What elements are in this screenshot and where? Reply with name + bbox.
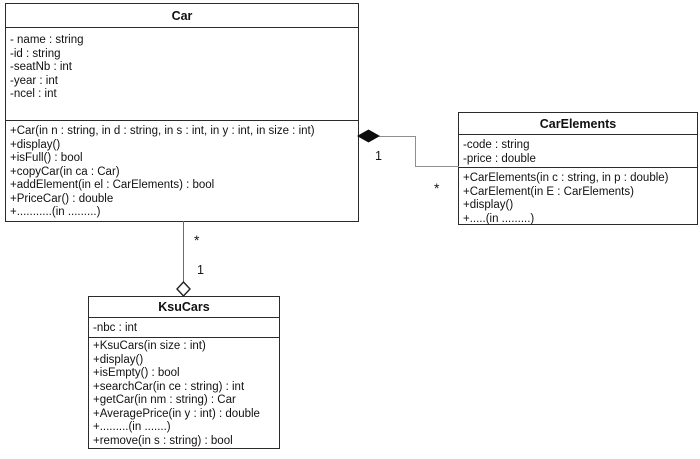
- aggregation-diamond-icon: [176, 281, 191, 297]
- composition-diamond-icon: [357, 129, 380, 143]
- method-row: +.........(in .......): [93, 421, 171, 433]
- method-row: +searchCar(in ce : string) : int: [93, 380, 245, 393]
- method-row: +CarElement(in E : CarElements): [463, 185, 634, 198]
- method-row: +isEmpty() : bool: [93, 367, 180, 379]
- method-row: +Car(in n : string, in d : string, in s …: [10, 125, 315, 137]
- method-row: +isFull() : bool: [10, 152, 83, 164]
- method-row: +.....(in .........): [463, 212, 535, 225]
- attribute-row: -year : int: [10, 74, 58, 87]
- connector-line: [415, 136, 417, 167]
- method-row: +addElement(in el : CarElements) : bool: [10, 179, 215, 191]
- attribute-row: -ncel : int: [10, 88, 57, 100]
- method-row: +KsuCars(in size : int): [93, 340, 206, 352]
- methods-section-carelements: +CarElements(in c : string, in p : doubl…: [459, 167, 697, 224]
- attribute-row: -code : string: [463, 139, 530, 151]
- method-row: +copyCar(in ca : Car): [10, 165, 120, 178]
- attribute-row: -id : string: [10, 47, 61, 60]
- connector-line: [379, 136, 416, 138]
- connector-line: [183, 221, 185, 282]
- class-title-car: Car: [6, 4, 358, 28]
- attributes-section-carelements: -code : string -price : double: [459, 135, 697, 167]
- attributes-section-car: - name : string -id : string -seatNb : i…: [6, 28, 358, 120]
- class-box-car: Car - name : string -id : string -seatNb…: [5, 3, 359, 222]
- connector-line: [415, 166, 459, 168]
- method-row: +display(): [93, 353, 144, 366]
- class-box-carelements: CarElements -code : string -price : doub…: [458, 112, 698, 225]
- attribute-row: -seatNb : int: [10, 61, 72, 73]
- attribute-row: - name : string: [10, 34, 84, 46]
- method-row: +remove(in s : string) : bool: [93, 434, 233, 447]
- method-row: +CarElements(in c : string, in p : doubl…: [463, 172, 669, 184]
- method-row: +display(): [10, 138, 61, 151]
- class-box-ksucars: KsuCars -nbc : int +KsuCars(in size : in…: [88, 296, 280, 449]
- method-row: +display(): [463, 199, 514, 211]
- method-row: +AveragePrice(in y : int) : double: [93, 407, 260, 420]
- attribute-row: -nbc : int: [93, 322, 138, 334]
- methods-section-car: +Car(in n : string, in d : string, in s …: [6, 120, 358, 221]
- methods-section-ksucars: +KsuCars(in size : int) +display() +isEm…: [89, 337, 279, 448]
- multiplicity-label: 1: [197, 263, 204, 277]
- multiplicity-label: *: [194, 232, 200, 248]
- method-row: +getCar(in nm : string) : Car: [93, 394, 236, 406]
- class-title-carelements: CarElements: [459, 113, 697, 135]
- attributes-section-ksucars: -nbc : int: [89, 318, 279, 337]
- attribute-row: -price : double: [463, 152, 536, 165]
- method-row: +...........(in .........): [10, 206, 101, 218]
- multiplicity-label: *: [434, 180, 440, 196]
- multiplicity-label: 1: [375, 149, 382, 163]
- class-title-ksucars: KsuCars: [89, 297, 279, 318]
- method-row: +PriceCar() : double: [10, 192, 114, 205]
